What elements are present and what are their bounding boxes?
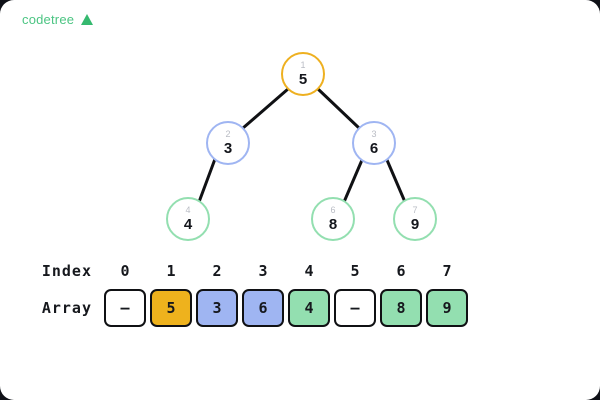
array-cell-5[interactable]: – — [334, 289, 376, 327]
tree-node-index-label: 7 — [412, 205, 418, 215]
tree-edge-3-7 — [385, 158, 407, 204]
tree-edge-1-3 — [316, 87, 361, 130]
tree-node-index-label: 6 — [330, 205, 336, 215]
array-cell-3[interactable]: 6 — [242, 289, 284, 327]
tree-edge-1-2 — [241, 87, 290, 130]
array-row-label: Array — [41, 299, 92, 317]
array-cell-0[interactable]: – — [104, 289, 146, 327]
brand-logo: codetree — [22, 12, 94, 27]
index-label-2: 2 — [212, 262, 222, 280]
array-cell-2[interactable]: 3 — [196, 289, 238, 327]
index-row-label: Index — [41, 262, 92, 280]
tree-node-index-label: 4 — [185, 205, 191, 215]
array-cell-4[interactable]: 4 — [288, 289, 330, 327]
tree-node-value: 6 — [369, 140, 379, 157]
index-cell-list: 0 1 2 3 4 5 6 7 — [104, 262, 472, 280]
index-label-5: 5 — [350, 262, 360, 280]
brand-name: codetree — [22, 12, 75, 27]
tree-edges — [197, 87, 407, 204]
index-label-6: 6 — [396, 262, 406, 280]
tree-node-index-label: 1 — [300, 60, 306, 70]
tree-node-value: 3 — [223, 140, 233, 157]
index-label-0: 0 — [120, 262, 130, 280]
index-label-1: 1 — [166, 262, 176, 280]
array-cell-7[interactable]: 9 — [426, 289, 468, 327]
tree-node-value: 8 — [328, 216, 338, 233]
tree-node-index-label: 3 — [371, 129, 377, 139]
tree-node-index-label: 2 — [225, 129, 231, 139]
index-label-7: 7 — [442, 262, 452, 280]
index-label-3: 3 — [258, 262, 268, 280]
tree-edge-2-4 — [197, 157, 217, 204]
triangle-up-icon — [81, 14, 94, 25]
array-cell-1[interactable]: 5 — [150, 289, 192, 327]
tree-edge-3-6 — [342, 158, 364, 204]
tree-node-value: 9 — [410, 216, 420, 233]
tree-node-value: 4 — [183, 216, 193, 233]
tree-node-value: 5 — [298, 71, 308, 88]
index-row: Index 0 1 2 3 4 5 6 7 — [0, 258, 600, 284]
index-label-4: 4 — [304, 262, 314, 280]
array-cell-6[interactable]: 8 — [380, 289, 422, 327]
